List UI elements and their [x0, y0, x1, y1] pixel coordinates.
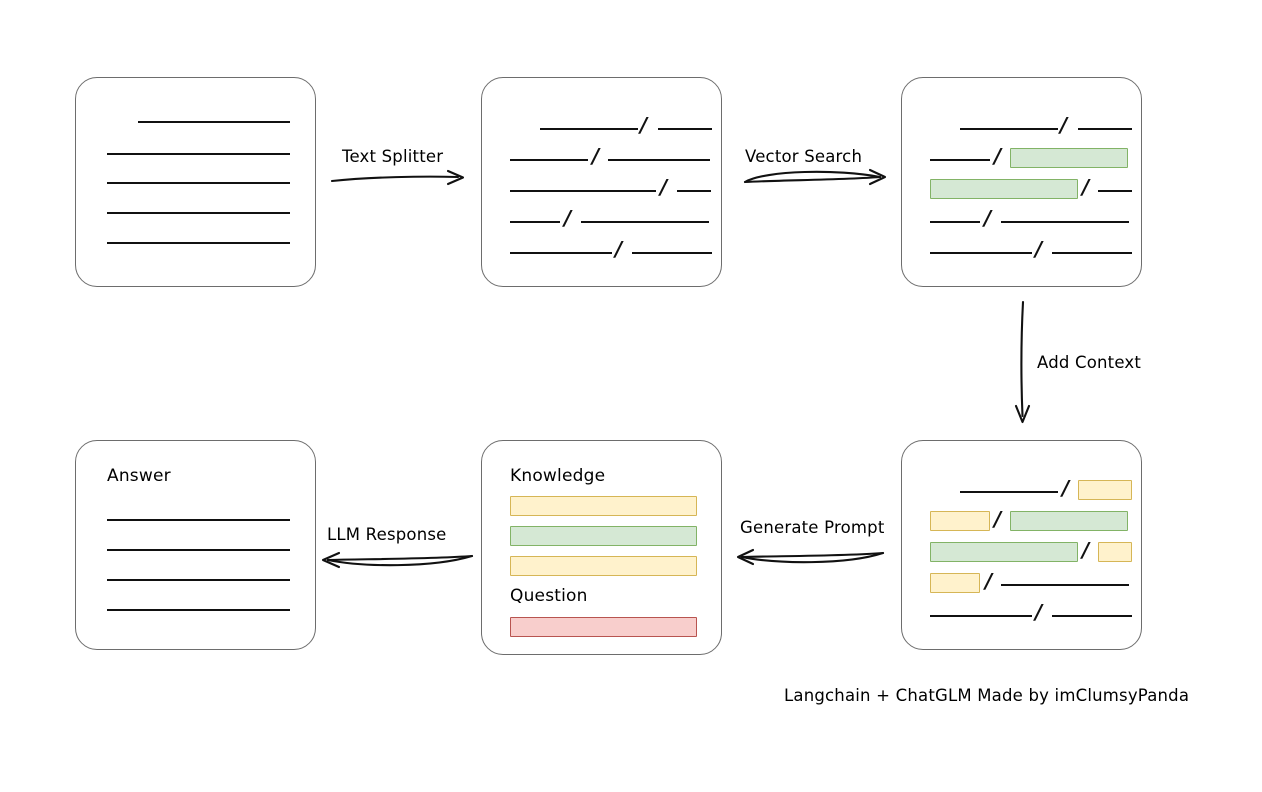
source-document-box: [75, 77, 316, 287]
chunk-segment: [658, 128, 712, 130]
chunk-segment: [510, 159, 588, 161]
document-line: [107, 182, 290, 184]
chunk-segment: [1052, 615, 1132, 617]
chunk-segment: [930, 221, 980, 223]
chunk-segment: [930, 615, 1032, 617]
answer-line: [107, 609, 290, 611]
chunk-segment: [1078, 128, 1132, 130]
context-chunk-highlight: [1098, 542, 1132, 562]
chunk-separator: /: [1035, 600, 1043, 624]
knowledge-label: Knowledge: [510, 466, 606, 486]
context-chunk-highlight: [1078, 480, 1132, 500]
answer-box: Answer: [75, 440, 316, 650]
chunk-segment: [1001, 221, 1129, 223]
answer-label: Answer: [107, 466, 171, 486]
generated-prompt-box: Knowledge Question: [481, 440, 722, 655]
chunk-separator: /: [994, 507, 1002, 531]
chunk-separator: /: [1062, 476, 1070, 500]
arrow-label-text-splitter: Text Splitter: [342, 147, 444, 166]
arrow-label-vector-search: Vector Search: [745, 147, 863, 166]
retrieved-chunk-highlight: [930, 542, 1078, 562]
chunk-segment: [930, 252, 1032, 254]
question-bar: [510, 617, 697, 637]
chunk-separator: /: [1082, 175, 1090, 199]
chunk-separator: /: [564, 206, 572, 230]
retrieved-chunk-highlight: [930, 179, 1078, 199]
document-line: [107, 242, 290, 244]
retrieved-chunk-highlight: [1010, 511, 1128, 531]
knowledge-bar: [510, 496, 697, 516]
chunk-separator: /: [1082, 538, 1090, 562]
context-chunk-highlight: [930, 573, 980, 593]
chunk-segment: [1098, 190, 1132, 192]
knowledge-bar: [510, 556, 697, 576]
chunk-segment: [960, 128, 1058, 130]
document-line: [107, 212, 290, 214]
arrow-label-generate-prompt: Generate Prompt: [740, 518, 885, 537]
document-line: [107, 153, 290, 155]
document-line: [138, 121, 290, 123]
arrow-add-context: [1014, 300, 1031, 424]
chunk-segment: [930, 159, 990, 161]
arrow-vector-search: [743, 168, 887, 186]
vector-matched-chunks-box: / / / / /: [901, 77, 1142, 287]
context-chunk-highlight: [930, 511, 990, 531]
answer-line: [107, 549, 290, 551]
arrow-llm-response: [321, 551, 474, 569]
arrow-label-llm-response: LLM Response: [327, 525, 447, 544]
arrow-generate-prompt: [736, 548, 885, 566]
split-chunks-box: / / / / /: [481, 77, 722, 287]
retrieved-chunk-highlight: [1010, 148, 1128, 168]
chunk-separator: /: [994, 144, 1002, 168]
chunk-separator: /: [615, 237, 623, 261]
question-label: Question: [510, 586, 588, 606]
chunk-segment: [510, 190, 656, 192]
arrow-text-splitter: [330, 169, 465, 186]
chunk-segment: [1001, 584, 1129, 586]
context-added-chunks-box: / / / / /: [901, 440, 1142, 650]
chunk-segment: [608, 159, 710, 161]
chunk-separator: /: [640, 113, 648, 137]
chunk-separator: /: [1035, 237, 1043, 261]
chunk-segment: [632, 252, 712, 254]
chunk-separator: /: [592, 144, 600, 168]
answer-line: [107, 519, 290, 521]
chunk-segment: [581, 221, 709, 223]
answer-line: [107, 579, 290, 581]
attribution-caption: Langchain + ChatGLM Made by imClumsyPand…: [784, 686, 1190, 705]
chunk-separator: /: [985, 569, 993, 593]
chunk-segment: [540, 128, 638, 130]
arrow-label-add-context: Add Context: [1037, 353, 1142, 372]
chunk-segment: [510, 252, 612, 254]
chunk-separator: /: [984, 206, 992, 230]
chunk-segment: [677, 190, 711, 192]
chunk-separator: /: [1060, 113, 1068, 137]
chunk-segment: [960, 491, 1058, 493]
chunk-separator: /: [660, 175, 668, 199]
knowledge-bar: [510, 526, 697, 546]
chunk-segment: [510, 221, 560, 223]
chunk-segment: [1052, 252, 1132, 254]
